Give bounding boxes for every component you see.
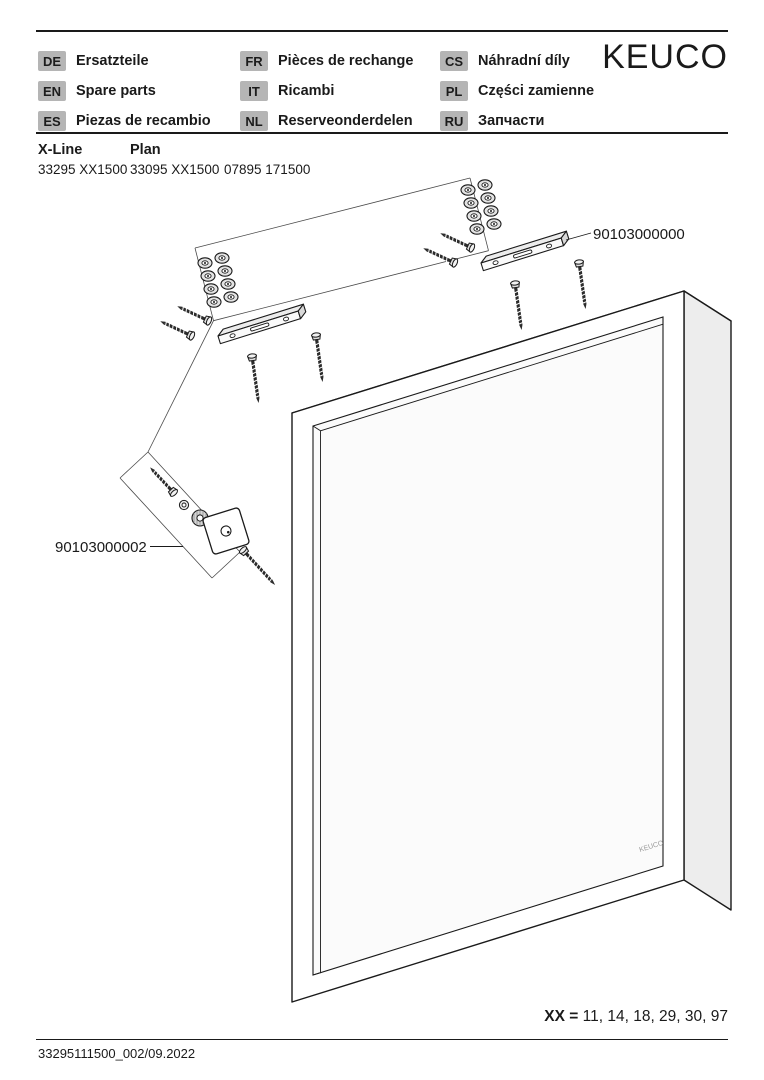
language-label-en: Spare parts bbox=[76, 83, 156, 99]
screw-icon bbox=[572, 257, 592, 312]
screw-icon bbox=[236, 543, 280, 590]
language-label-de: Ersatzteile bbox=[76, 53, 149, 69]
language-table: DE Ersatzteile EN Spare parts ES Piezas … bbox=[38, 46, 610, 136]
language-row-es: ES Piezas de recambio bbox=[38, 106, 240, 136]
screw-icon bbox=[145, 462, 181, 500]
language-label-pl: Części zamienne bbox=[478, 83, 595, 99]
keuco-logo: KEUCO bbox=[602, 38, 728, 76]
language-label-cs: Náhradní díly bbox=[478, 53, 570, 69]
mirror-opening bbox=[312, 316, 664, 976]
alignment-guides bbox=[119, 177, 489, 579]
part-number-label-left: 90103000002 bbox=[55, 539, 147, 556]
language-badge-fr: FR bbox=[240, 51, 268, 71]
mounting-kit-top bbox=[419, 180, 592, 333]
leader-lines bbox=[150, 232, 592, 547]
bottom-rule bbox=[36, 1039, 728, 1040]
series-name-plan: Plan bbox=[130, 142, 161, 158]
language-badge-pl: PL bbox=[440, 81, 468, 101]
language-row-pl: PL Części zamienne bbox=[440, 76, 610, 106]
language-badge-cs: CS bbox=[440, 51, 468, 71]
language-label-it: Ricambi bbox=[278, 83, 335, 99]
header-divider-rule bbox=[36, 132, 728, 134]
language-badge-it: IT bbox=[240, 81, 268, 101]
part-number-label-top: 90103000000 bbox=[593, 226, 685, 243]
screw-icon bbox=[245, 351, 265, 406]
language-badge-en: EN bbox=[38, 81, 66, 101]
variant-values: 11, 14, 18, 29, 30, 97 bbox=[582, 1008, 728, 1025]
product-code-extra: 07895 171500 bbox=[224, 162, 311, 177]
mirror-cabinet: KEUCO bbox=[291, 290, 732, 1003]
language-row-cs: CS Náhradní díly bbox=[440, 46, 610, 76]
language-badge-es: ES bbox=[38, 111, 66, 131]
screw-icon bbox=[156, 315, 198, 343]
language-label-es: Piezas de recambio bbox=[76, 113, 211, 129]
document-code: 33295111500_002/09.2022 bbox=[38, 1046, 196, 1061]
wall-plug-cluster-top bbox=[461, 180, 501, 234]
language-badge-nl: NL bbox=[240, 111, 268, 131]
language-label-nl: Reserveonderdelen bbox=[278, 113, 413, 129]
language-badge-de: DE bbox=[38, 51, 66, 71]
wall-plug-cluster-middle bbox=[198, 253, 238, 307]
language-label-ru: Запчасти bbox=[478, 113, 545, 129]
series-name-xline: X-Line bbox=[38, 142, 83, 158]
screw-icon bbox=[419, 242, 461, 270]
top-rule bbox=[36, 30, 728, 32]
language-label-fr: Pièces de rechange bbox=[278, 53, 414, 69]
mirror-recess-edges bbox=[312, 317, 664, 976]
screw-icon bbox=[508, 278, 528, 333]
language-row-nl: NL Reserveonderdelen bbox=[240, 106, 440, 136]
cabinet-side-face bbox=[683, 290, 732, 911]
language-badge-ru: RU bbox=[440, 111, 468, 131]
language-row-en: EN Spare parts bbox=[38, 76, 240, 106]
language-row-it: IT Ricambi bbox=[240, 76, 440, 106]
mounting-rail-middle bbox=[215, 303, 308, 345]
language-row-fr: FR Pièces de rechange bbox=[240, 46, 440, 76]
mounting-rail-top bbox=[478, 230, 571, 272]
product-code-xline: 33295 XX1500 bbox=[38, 162, 128, 177]
product-code-plan: 33095 XX1500 bbox=[130, 162, 220, 177]
screw-icon bbox=[436, 227, 478, 255]
screw-icon bbox=[173, 300, 215, 328]
variant-code-note: XX = 11, 14, 18, 29, 30, 97 bbox=[544, 1008, 728, 1026]
language-row-ru: RU Запчасти bbox=[440, 106, 610, 136]
wall-fastener-kit bbox=[145, 462, 280, 590]
washer-icon bbox=[178, 499, 190, 511]
variant-prefix: XX = bbox=[544, 1008, 579, 1025]
language-row-de: DE Ersatzteile bbox=[38, 46, 240, 76]
screw-icon bbox=[309, 330, 329, 385]
